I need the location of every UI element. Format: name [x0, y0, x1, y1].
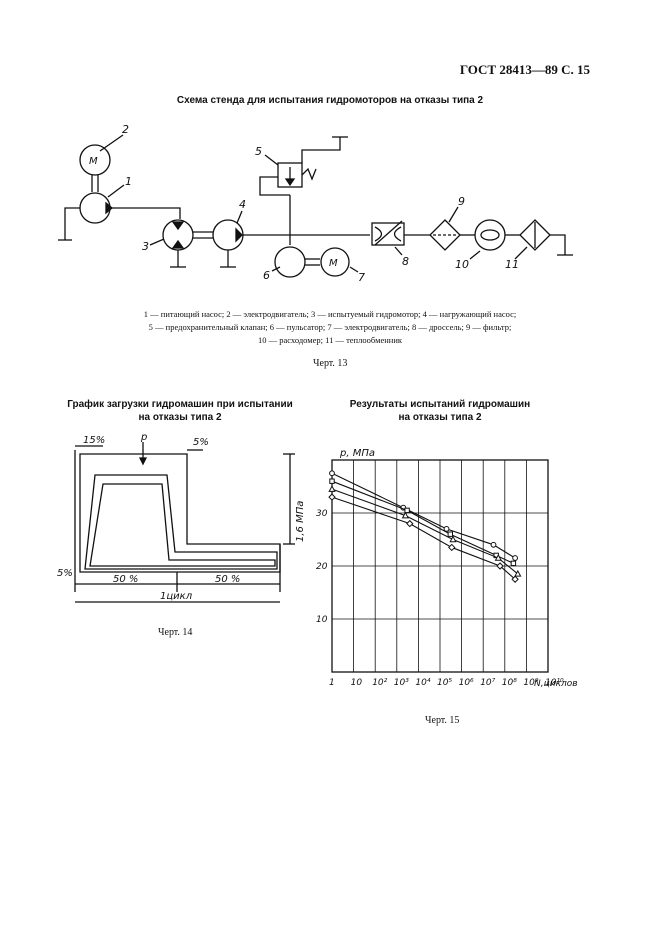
data-point-triangle: [449, 535, 457, 543]
legend-line: 1 — питающий насос; 2 — электродвигатель…: [143, 309, 517, 319]
electric-motor-2: [79, 144, 111, 176]
x-tick-label: 1: [329, 678, 335, 688]
label-6: 6: [263, 269, 270, 282]
scheme-legend: 1 — питающий насос; 2 — электродвигатель…: [90, 308, 570, 347]
data-point-circle: [490, 541, 497, 548]
data-point-diamond: [511, 575, 519, 583]
x-tick-label: 10¹⁰: [545, 678, 564, 688]
title-line: на отказы типа 2: [398, 412, 482, 423]
caption-14: Черт. 14: [158, 627, 193, 638]
legend-line: 5 — предохранительный клапан; 6 — пульса…: [148, 322, 512, 332]
data-point-square: [404, 507, 410, 514]
data-point-circle: [443, 526, 450, 532]
y-tick-label: 30: [316, 509, 328, 519]
x-tick-label: 10⁶: [459, 678, 474, 688]
load-graph: 15% p 5% 5% 50 % 50 % 1цикл 1,6 МПа: [57, 432, 306, 603]
series-line-triangle: [331, 488, 519, 575]
y-tick-label: 20: [316, 562, 328, 572]
label-7: 7: [358, 271, 365, 284]
data-point-triangle: [494, 553, 502, 561]
caption-15: Черт. 15: [425, 715, 460, 726]
label-15-percent: 15%: [83, 435, 105, 446]
label-8: 8: [402, 255, 409, 268]
label-50-right: 50 %: [215, 574, 240, 585]
scheme-title: Схема стенда для испытания гидромоторов …: [176, 95, 484, 106]
data-point-triangle: [401, 511, 410, 519]
label-50-left: 50 %: [113, 574, 138, 585]
label-cycle: 1цикл: [160, 591, 193, 602]
x-tick-label: 10²: [372, 678, 387, 688]
label-1: 1: [125, 175, 132, 188]
y-tick-label: 10: [316, 615, 328, 625]
label-10: 10: [455, 258, 469, 271]
filter-9: [429, 219, 461, 251]
data-point-square: [510, 560, 517, 567]
legend-line: 10 — расходомер; 11 — теплообменник: [257, 335, 403, 345]
x-tick-label: 10⁴: [415, 678, 430, 688]
series-line-diamond: [331, 496, 516, 580]
results-title: Результаты испытаний гидромашин на отказ…: [330, 398, 550, 424]
label-5: 5: [255, 145, 262, 158]
label-2: 2: [122, 123, 129, 136]
data-point-diamond: [406, 519, 414, 528]
label-4: 4: [239, 198, 246, 211]
hydraulic-scheme: М М 2 1 3 4 5 6 7 8 9 10 11: [58, 123, 573, 284]
motor-letter: М: [89, 156, 98, 167]
x-tick-label: 10⁵: [437, 678, 452, 688]
y-axis-label: р, МПа: [339, 448, 375, 459]
title-line: на отказы типа 2: [138, 412, 222, 423]
flowmeter-10: [474, 219, 506, 251]
data-point-square: [329, 478, 335, 484]
data-point-diamond: [448, 543, 456, 552]
x-tick-label: 10⁸: [502, 678, 517, 688]
caption-13: Черт. 13: [313, 358, 348, 369]
label-pressure: 1,6 МПа: [295, 501, 306, 542]
data-point-diamond: [328, 493, 336, 501]
page-header: ГОСТ 28413—89 С. 15: [459, 62, 590, 77]
data-point-square: [447, 531, 454, 537]
title-line: График загрузки гидромашин при испытании: [67, 399, 293, 410]
load-core: [89, 483, 276, 567]
data-point-triangle: [328, 485, 336, 492]
load-graph-title: График загрузки гидромашин при испытании…: [60, 398, 300, 424]
label-5-percent-top: 5%: [193, 437, 209, 448]
x-tick-label: 10³: [394, 678, 409, 688]
data-point-triangle: [514, 569, 522, 577]
data-point-diamond: [496, 562, 504, 570]
pulsator-6: [274, 246, 306, 278]
data-point-circle: [512, 555, 519, 561]
label-11: 11: [505, 258, 519, 271]
x-tick-label: 10⁷: [480, 678, 495, 688]
x-tick-label: 10: [351, 678, 363, 688]
x-tick-label: 10⁹: [523, 678, 538, 688]
title-line: Результаты испытаний гидромашин: [349, 399, 531, 410]
motor-letter: М: [329, 258, 338, 269]
load-outer: [79, 453, 281, 573]
label-3: 3: [142, 240, 149, 253]
data-point-circle: [329, 470, 335, 477]
label-9: 9: [458, 195, 465, 208]
label-5-percent-left: 5%: [57, 568, 73, 579]
heat-exchanger-11: [519, 219, 551, 251]
throttle-8: [371, 222, 405, 246]
x-axis-label: N,циклов: [534, 679, 578, 689]
series-line-circle: [331, 472, 516, 559]
series-line-square: [331, 480, 514, 564]
label-p: p: [140, 432, 147, 443]
load-inner: [84, 474, 278, 570]
results-chart: 1 10 10² 10³ 10⁴ 10⁵ 10⁶ 10⁷ 10⁸ 10⁹ 10¹⁰ 10 20 30 р,…: [316, 448, 578, 689]
electric-motor-7: [320, 247, 350, 277]
